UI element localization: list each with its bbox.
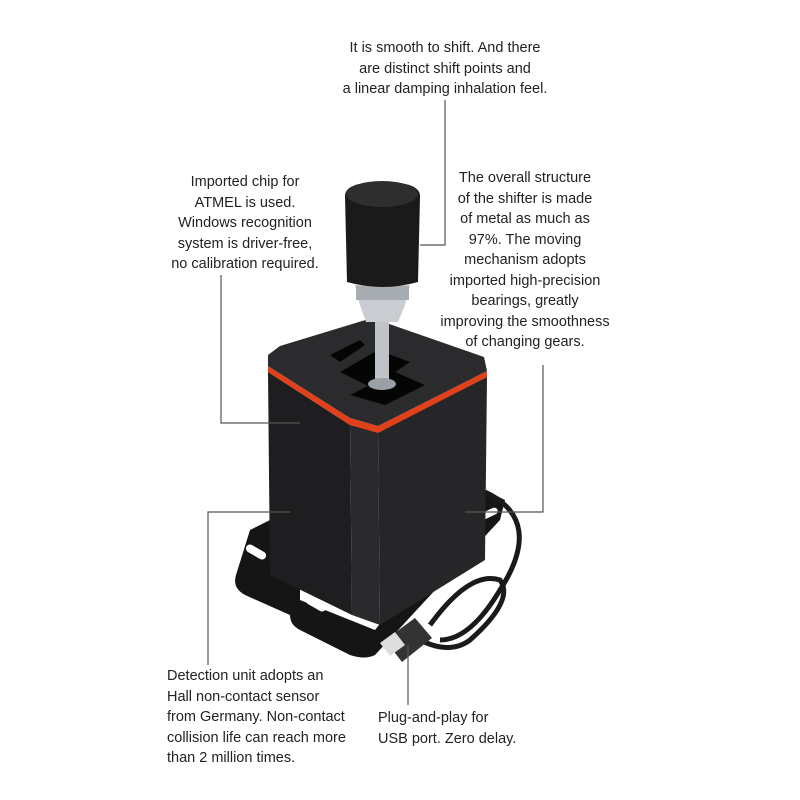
callout-line: of the shifter is made — [457, 190, 593, 207]
callout-line: a linear damping inhalation feel. — [342, 81, 548, 97]
mounting-plate — [235, 490, 505, 658]
callout-structure: The overall structure of the shifter is … — [420, 168, 630, 353]
usb-cable — [418, 489, 522, 650]
callout-usb: Plug-and-play for USB port. Zero delay. — [378, 708, 516, 749]
callout-line: no calibration required. — [171, 256, 319, 272]
callout-line: of changing gears. — [465, 334, 585, 350]
callout-line: Windows recognition — [178, 215, 312, 231]
callout-line: Detection unit adopts an — [167, 668, 324, 684]
callout-chip: Imported chip for ATMEL is used. Windows… — [160, 172, 330, 275]
callout-line: imported high-precision — [449, 272, 601, 289]
callout-line: 97%. The moving — [468, 231, 582, 248]
callout-line: are distinct shift points and — [359, 60, 531, 77]
callout-sensor: Detection unit adopts an Hall non-contac… — [167, 666, 346, 769]
accent-band — [268, 366, 487, 433]
body-left-face — [268, 372, 352, 615]
leader-lines — [207, 100, 544, 705]
callout-line: ATMEL is used. — [194, 194, 296, 211]
callout-line: Imported chip for — [190, 174, 300, 190]
body-right-face — [378, 377, 487, 625]
callout-line: improving the smoothness — [440, 313, 610, 330]
callout-line: of metal as much as — [460, 211, 590, 227]
callout-line: It is smooth to shift. And there — [349, 40, 541, 56]
callout-line: Hall non-contact sensor — [167, 688, 320, 705]
callout-line: The overall structure — [458, 170, 592, 186]
callout-line: Plug-and-play for — [378, 710, 489, 726]
body-front-edge — [350, 425, 380, 625]
shift-knob — [345, 182, 420, 287]
callout-line: USB port. Zero delay. — [378, 730, 517, 747]
callout-line: bearings, greatly — [471, 293, 579, 309]
mount-slot — [305, 596, 327, 612]
callout-line: collision life can reach more — [167, 729, 346, 746]
callout-shift-feel: It is smooth to shift. And there are dis… — [330, 38, 560, 100]
callout-line: from Germany. Non-contact — [167, 709, 345, 725]
callout-line: than 2 million times. — [167, 750, 296, 766]
mount-slot — [245, 544, 267, 560]
callout-line: mechanism adopts — [464, 252, 586, 268]
shift-shaft — [375, 318, 389, 386]
callout-line: system is driver-free, — [177, 235, 313, 252]
